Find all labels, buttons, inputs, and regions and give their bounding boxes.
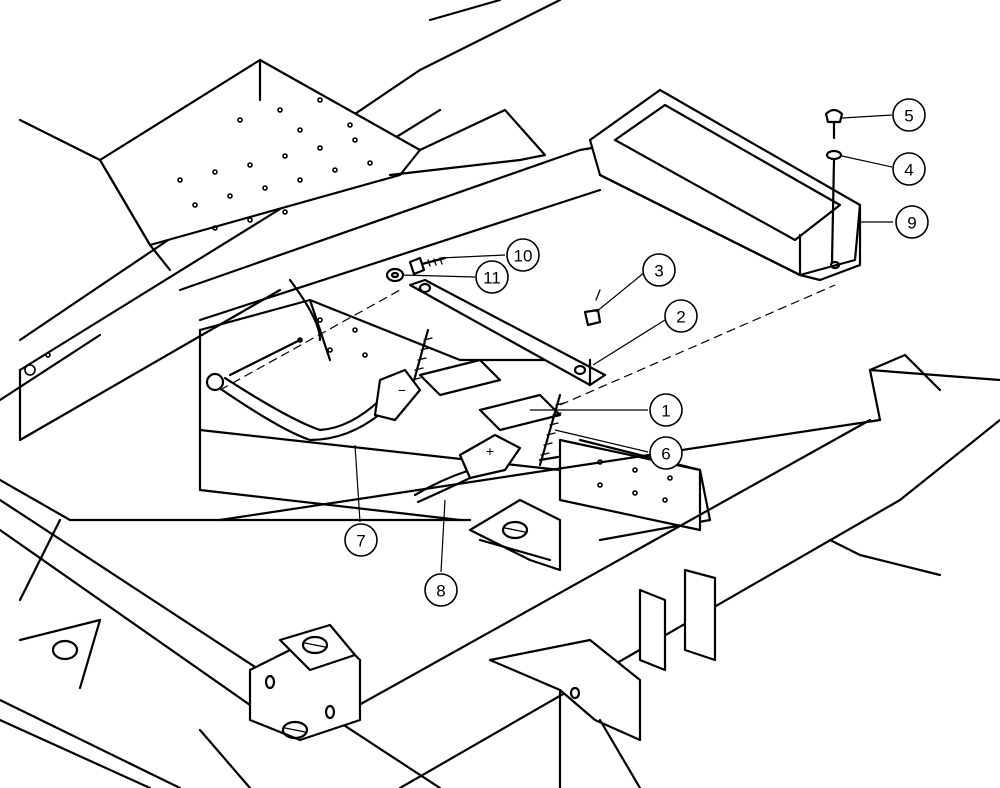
callout-10: 10 [506, 238, 540, 272]
callout-3: 3 [642, 253, 676, 287]
callout-7: 7 [344, 523, 378, 557]
negative-terminal-mark: − [398, 382, 406, 398]
svg-text:3: 3 [654, 262, 663, 281]
svg-text:8: 8 [436, 582, 445, 601]
callout-8: 8 [424, 573, 458, 607]
svg-text:7: 7 [356, 532, 365, 551]
perforation-holes [24, 97, 673, 503]
callout-5: 5 [892, 98, 926, 132]
mounting-holes [51, 520, 581, 740]
assembly-guide-lines [219, 284, 836, 406]
svg-text:9: 9 [907, 214, 916, 233]
callout-9: 9 [895, 205, 929, 239]
ground-bolt [385, 256, 447, 283]
svg-text:4: 4 [904, 161, 913, 180]
callout-2: 2 [664, 299, 698, 333]
leader-lines [354, 114, 893, 573]
nut [583, 289, 602, 327]
callout-11: 11 [475, 260, 509, 294]
svg-text:10: 10 [514, 247, 533, 266]
cover-bolt [824, 108, 844, 264]
battery-cables: − + [205, 278, 522, 504]
svg-text:5: 5 [904, 107, 913, 126]
svg-text:1: 1 [661, 402, 670, 421]
callout-6: 6 [649, 436, 683, 470]
svg-text:2: 2 [676, 308, 685, 327]
svg-text:11: 11 [483, 269, 501, 288]
svg-text:6: 6 [661, 445, 670, 464]
hold-down-bar [408, 278, 607, 387]
callout-4: 4 [892, 152, 926, 186]
battery-cover [588, 88, 862, 282]
positive-terminal-mark: + [486, 443, 494, 459]
callout-1: 1 [649, 393, 683, 427]
